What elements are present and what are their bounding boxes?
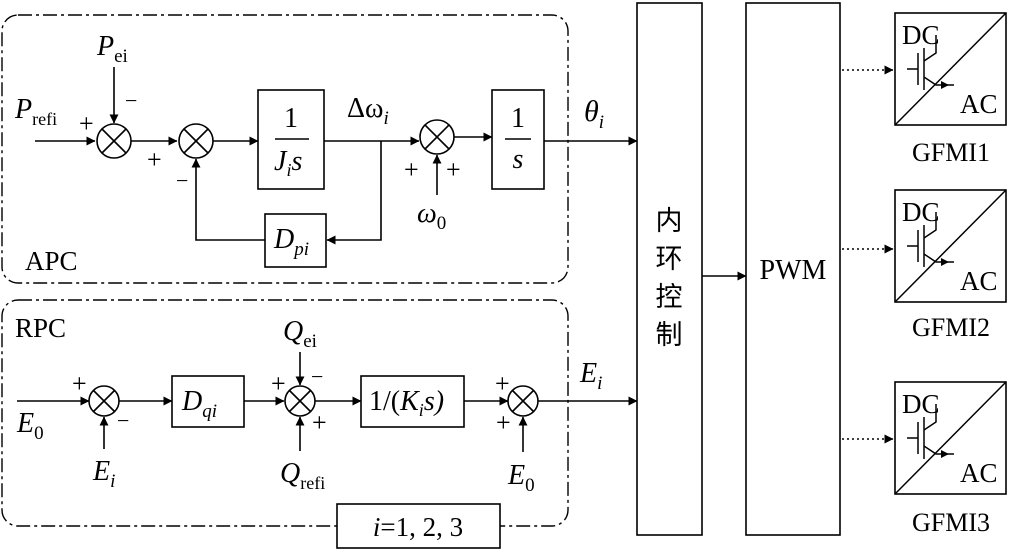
damping-block: [264, 213, 327, 268]
sign-plus-r3-left: +: [495, 369, 510, 398]
inverter-dc-label: DC: [902, 389, 940, 419]
sign-plus-r1: +: [72, 369, 87, 398]
sign-minus-s2: −: [176, 168, 188, 193]
inverter-name-1: GFMI1: [912, 138, 990, 167]
rpc-label: RPC: [15, 313, 66, 343]
apc-label: APC: [25, 246, 78, 276]
q-ei-label: Qei: [283, 316, 317, 352]
e-out-label: Ei: [579, 358, 602, 394]
index-note: i=1, 2, 3: [373, 512, 463, 542]
inertia-numerator: 1: [284, 103, 298, 134]
inverter-ac-label: AC: [960, 89, 998, 119]
dq-label: Dqi: [181, 386, 217, 422]
inverter-gfmi2: DC AC: [894, 189, 1007, 303]
ei-feedback-label: Ei: [92, 456, 115, 492]
e0-right-label: E0: [507, 460, 535, 496]
k-block-label: 1/(Kis): [369, 386, 444, 420]
sign-minus-qei: −: [311, 364, 323, 389]
inner-loop-char-1: 内: [656, 206, 683, 237]
inner-loop-char-2: 环: [656, 244, 683, 275]
sign-plus-r3-bottom: +: [496, 408, 511, 437]
sign-plus-r2-left: +: [271, 369, 286, 398]
index-note-box: [336, 503, 501, 549]
dq-block: [171, 375, 245, 428]
inverter-name-2: GFMI2: [912, 313, 990, 342]
igbt-icon: [907, 212, 954, 267]
inner-loop-char-3: 控: [656, 282, 683, 313]
theta-label: θi: [584, 95, 604, 133]
q-ref-label: Qrefi: [280, 458, 325, 493]
pwm-block: [745, 2, 841, 536]
inverter-ac-label: AC: [960, 458, 998, 488]
e0-left-label: E0: [16, 408, 44, 444]
omega0-label: ω0: [417, 198, 446, 234]
inverter-name-3: GFMI3: [912, 508, 990, 537]
rpc-region: [1, 299, 569, 527]
apc-region: [1, 14, 569, 284]
inverter-dc-label: DC: [902, 197, 940, 227]
wire-feedback-down: [326, 141, 382, 245]
integrator-denominator: s: [513, 144, 524, 175]
sign-plus-s3-right: +: [446, 155, 461, 184]
inverter-gfmi1: DC AC: [894, 12, 1007, 126]
summing-junction-3: [419, 119, 455, 155]
delta-omega-label: Δωi: [347, 93, 389, 129]
inverter-gfmi3: DC AC: [894, 381, 1007, 495]
sign-minus-pei: −: [125, 88, 137, 113]
pwm-label: PWM: [760, 255, 827, 286]
inertia-denominator: Jis: [274, 146, 302, 180]
inverter-dc-label: DC: [902, 20, 940, 50]
sign-minus-r1: −: [117, 408, 129, 433]
summing-junction-2: [178, 123, 214, 159]
damping-label: Dpi: [273, 224, 309, 260]
wire-feedback-up: [191, 158, 265, 241]
summing-junction-r1: [88, 385, 120, 417]
sign-plus-qref: +: [312, 408, 327, 437]
p-ei-label: Pei: [96, 31, 128, 67]
sign-plus-s3-left: +: [404, 155, 419, 184]
sign-plus-s2: +: [147, 145, 162, 174]
sign-plus-pref: +: [79, 109, 94, 138]
inverter-ac-label: AC: [960, 266, 998, 296]
inner-loop-block: [636, 2, 703, 536]
summing-junction-r2: [284, 385, 316, 417]
k-block: [360, 375, 465, 428]
p-ref-label: Prefi: [14, 94, 57, 129]
inner-loop-char-4: 制: [656, 320, 683, 351]
summing-junction-r3: [507, 385, 539, 417]
summing-junction-1: [96, 123, 132, 159]
integrator-numerator: 1: [511, 103, 525, 134]
